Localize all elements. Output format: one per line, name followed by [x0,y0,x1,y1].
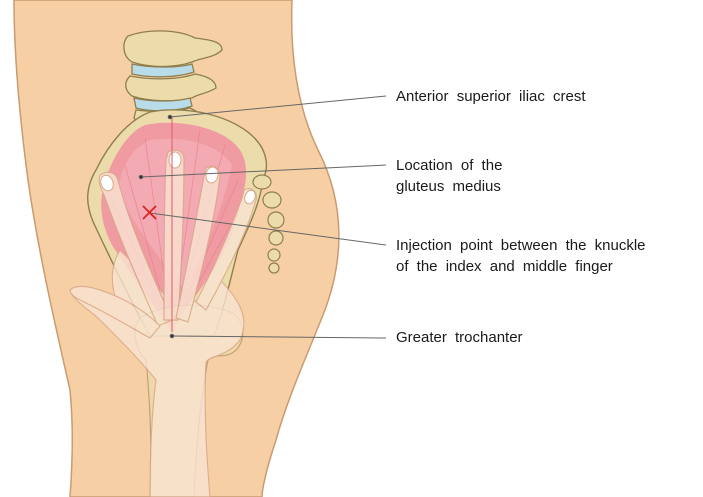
label-line-1: Location of the [396,157,503,174]
label-gluteus-medius-location: Location of the gluteus medius [396,155,502,197]
label-greater-trochanter: Greater trochanter [396,327,523,348]
label-text: Anterior superior iliac crest [396,88,586,105]
leader-lines [138,95,387,339]
hand [69,149,257,497]
label-line-2: gluteus medius [396,178,501,195]
label-text: Greater trochanter [396,329,523,346]
injection-point-marker [142,205,157,220]
label-injection-point: Injection point between the knuckle of t… [396,235,646,277]
label-anterior-superior-iliac-crest: Anterior superior iliac crest [396,86,586,107]
sacrum [252,174,285,274]
label-line-2: of the index and middle finger [396,258,613,275]
label-line-1: Injection point between the knuckle [396,237,646,254]
